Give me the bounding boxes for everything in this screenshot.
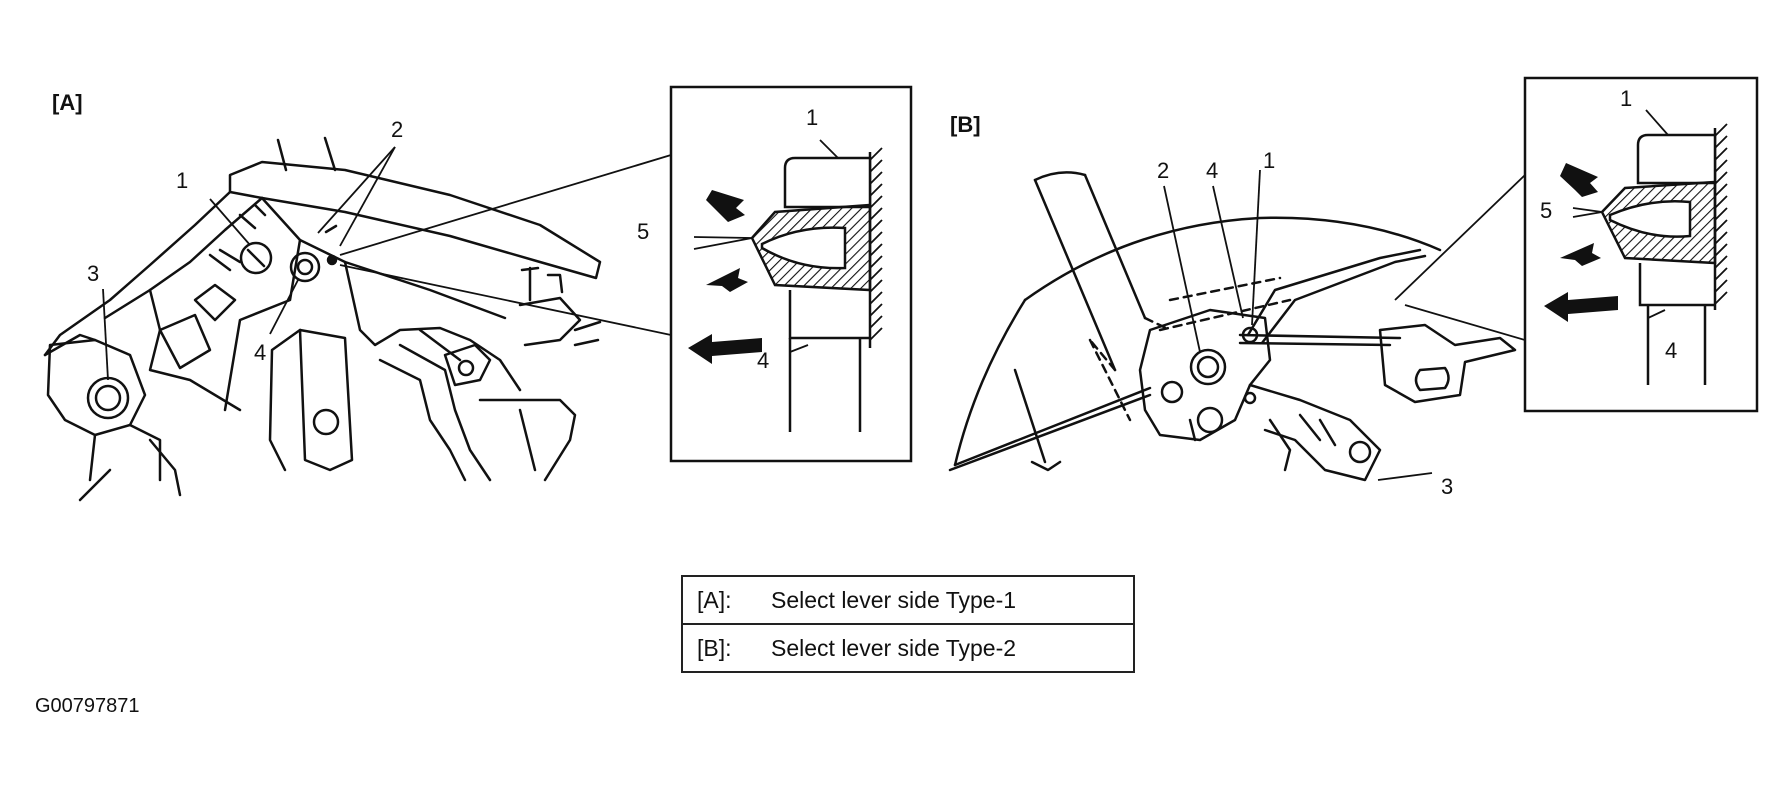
panel-b-callout-2: 2 [1157, 158, 1170, 183]
panel-b-detail-callout-1: 1 [1620, 86, 1633, 111]
panel-a-detail-box [669, 85, 913, 463]
panel-b-callout-4: 4 [1206, 158, 1219, 183]
panel-a-detail-callout-5: 5 [637, 219, 650, 244]
panel-a-detail-callout-4: 4 [757, 348, 770, 373]
legend-key-b: [B]: [697, 634, 732, 661]
panel-a-callout-4: 4 [254, 340, 267, 365]
legend-table: [A]: Select lever side Type-1 [B]: Selec… [681, 575, 1135, 673]
legend-text-b: Select lever side Type-2 [771, 634, 1017, 661]
legend-text-a: Select lever side Type-1 [771, 586, 1017, 613]
legend-row-a: [A]: Select lever side Type-1 [683, 577, 1133, 623]
panel-a-label: [A] [52, 90, 83, 115]
panel-b-detail-box [1523, 76, 1759, 413]
panel-b-label: [B] [950, 112, 981, 137]
panel-b-detail-callout-5: 5 [1540, 198, 1553, 223]
legend-row-b: [B]: Select lever side Type-2 [683, 623, 1133, 671]
panel-b-drawing [948, 171, 1517, 482]
panel-b-leaders [1163, 169, 1526, 481]
legend-key-a: [A]: [697, 586, 732, 613]
panel-a-drawing [43, 136, 602, 502]
figure-id: G00797871 [35, 695, 140, 717]
panel-a-callout-3: 3 [87, 261, 100, 286]
panel-a-detail-callout-1: 1 [806, 105, 819, 130]
panel-b-detail-callout-4: 4 [1665, 338, 1678, 363]
panel-a-callout-1: 1 [176, 168, 189, 193]
panel-b-callout-1: 1 [1263, 148, 1276, 173]
panel-b-callout-3: 3 [1441, 474, 1454, 499]
panel-a-callout-2: 2 [391, 117, 404, 142]
panel-a-leaders [102, 146, 672, 381]
